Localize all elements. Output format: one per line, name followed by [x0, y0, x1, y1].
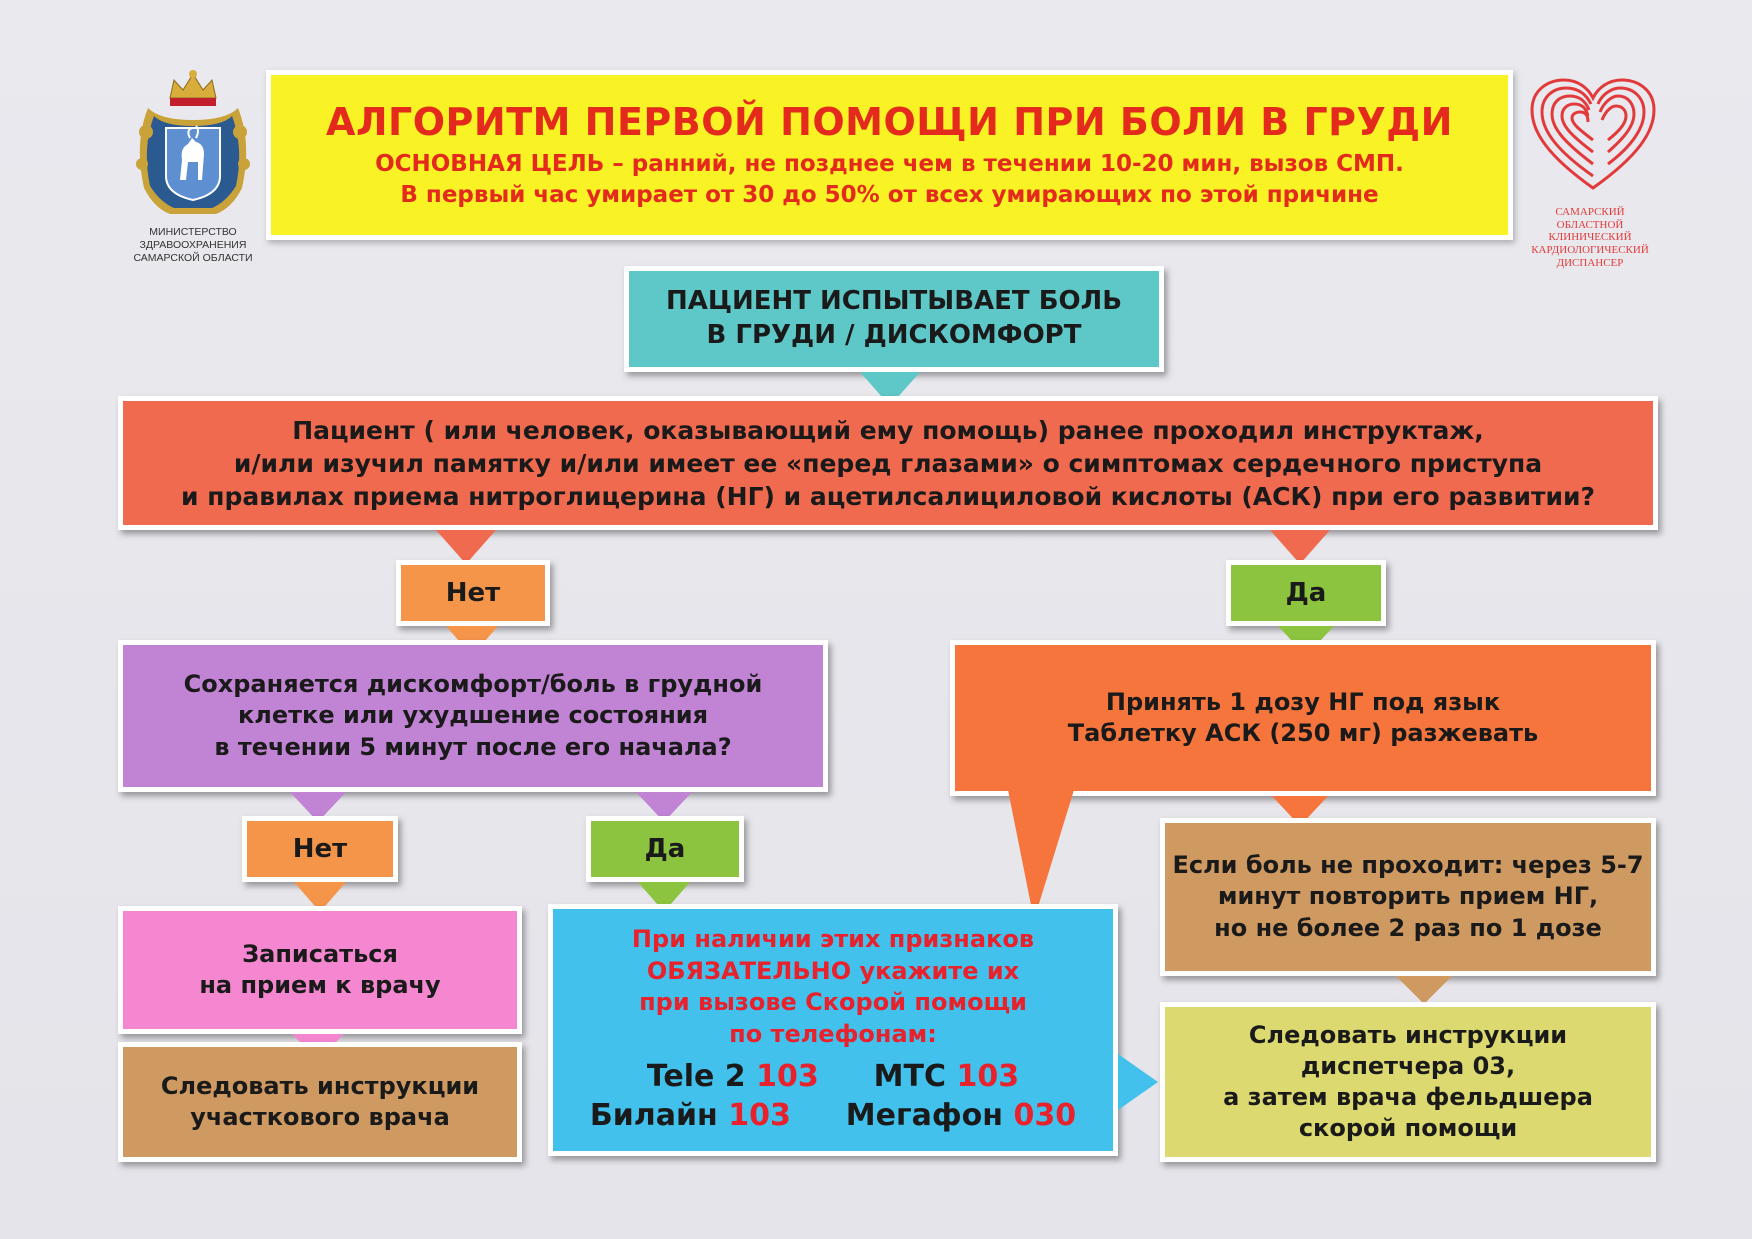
- repeat-line-1: Если боль не проходит: через 5-7: [1172, 851, 1644, 880]
- follow-dispatcher-line-3: а затем врача фельдшера: [1223, 1083, 1593, 1111]
- follow-dispatcher-line-1: Следовать инструкции: [1248, 1020, 1568, 1049]
- take-meds-line-2: Таблетку АСК (250 мг) разжевать: [1067, 719, 1539, 747]
- coat-of-arms-logo: [136, 70, 250, 214]
- no-2-text: Нет: [292, 834, 348, 864]
- phone-row-2: Билайн 103 Мегафон 030: [590, 1096, 1076, 1136]
- yes-2-label: Да: [586, 816, 744, 882]
- take-meds-line-1: Принять 1 дозу НГ под язык: [1105, 687, 1501, 716]
- page-title: АЛГОРИТМ ПЕРВОЙ ПОМОЩИ ПРИ БОЛИ В ГРУДИ: [326, 100, 1453, 145]
- phone-megafon: 030: [1013, 1098, 1077, 1134]
- follow-dispatcher-line-4: скорой помощи: [1298, 1114, 1518, 1143]
- header-banner: АЛГОРИТМ ПЕРВОЙ ПОМОЩИ ПРИ БОЛИ В ГРУДИ …: [266, 70, 1513, 240]
- follow-doctor-line-1: Следовать инструкции: [160, 1071, 480, 1100]
- ministry-line-1: МИНИСТЕРСТВО: [149, 226, 237, 238]
- cardio-line-5: диспансер: [1556, 256, 1624, 269]
- question-2-line-3: в течении 5 минут после его начала?: [214, 732, 732, 761]
- header-subtitle-1: ОСНОВНАЯ ЦЕЛЬ – ранний, не позднее чем в…: [375, 151, 1404, 178]
- repeat-line-3: но не более 2 раз по 1 дозе: [1214, 913, 1602, 942]
- question-2-line-2: клетке или ухудшение состояния: [237, 701, 709, 730]
- operator-tele2: Tele 2: [646, 1058, 746, 1094]
- follow-doctor-box: Следовать инструкции участкового врача: [118, 1042, 522, 1162]
- operator-megafon: Мегафон: [845, 1098, 1003, 1134]
- repeat-dose-box: Если боль не проходит: через 5-7 минут п…: [1160, 818, 1656, 976]
- repeat-pointer: [1396, 976, 1452, 1004]
- cardio-line-2: областной: [1556, 218, 1624, 231]
- start-box: ПАЦИЕНТ ИСПЫТЫВАЕТ БОЛЬ В ГРУДИ / ДИСКОМ…: [624, 266, 1164, 372]
- cardio-center-caption: Самарский областной клинический кардиоло…: [1510, 206, 1670, 269]
- operator-beeline: Билайн: [589, 1098, 718, 1134]
- appointment-line-2: на прием к врачу: [199, 971, 441, 999]
- phone-row-1: Tele 2 103 МТС 103: [647, 1057, 1019, 1097]
- header-subtitle-2: В первый час умирает от 30 до 50% от все…: [400, 182, 1379, 208]
- appointment-box: Записаться на прием к врачу: [118, 906, 522, 1034]
- call-line-1: При наличии этих признаков: [631, 925, 1035, 954]
- question-1-line-1: Пациент ( или человек, оказывающий ему п…: [292, 415, 1484, 445]
- ministry-line-2: ЗДРАВООХРАНЕНИЯ: [139, 239, 247, 252]
- no-1-text: Нет: [445, 578, 501, 608]
- phone-mts: 103: [956, 1058, 1020, 1094]
- take-meds-pointer-to-call: [1008, 790, 1074, 920]
- phone-tele2: 103: [756, 1058, 819, 1094]
- start-line-2: В ГРУДИ / ДИСКОМФОРТ: [706, 320, 1082, 350]
- question-1-box: Пациент ( или человек, оказывающий ему п…: [118, 396, 1658, 530]
- call-line-2: ОБЯЗАТЕЛЬНО укажите их: [646, 956, 1020, 985]
- appointment-line-1: Записаться: [242, 939, 398, 968]
- no-1-label: Нет: [396, 560, 550, 626]
- follow-dispatcher-box: Следовать инструкции диспетчера 03, а за…: [1160, 1002, 1656, 1162]
- call-ambulance-box: При наличии этих признаков ОБЯЗАТЕЛЬНО у…: [548, 904, 1118, 1156]
- question-1-line-2: и/или изучил памятку и/или имеет ее «пер…: [233, 448, 1543, 478]
- ministry-caption: МИНИСТЕРСТВО ЗДРАВООХРАНЕНИЯ САМАРСКОЙ О…: [112, 226, 274, 265]
- cardio-line-3: клинический: [1548, 231, 1632, 244]
- heart-logo: [1530, 78, 1656, 190]
- follow-dispatcher-line-2: диспетчера 03,: [1300, 1051, 1516, 1080]
- repeat-line-2: минут повторить прием НГ,: [1217, 882, 1599, 911]
- question-1-pointer-left: [436, 530, 496, 564]
- take-meds-box: Принять 1 дозу НГ под язык Таблетку АСК …: [950, 640, 1656, 796]
- question-1-pointer-right: [1270, 530, 1330, 564]
- cardio-line-1: Самарский: [1555, 206, 1625, 218]
- call-line-4: по телефонам:: [729, 1020, 937, 1049]
- call-pointer: [1118, 1054, 1158, 1110]
- question-2-line-1: Сохраняется дискомфорт/боль в грудной: [183, 670, 763, 699]
- no-2-label: Нет: [242, 816, 398, 882]
- follow-doctor-line-2: участкового врача: [190, 1103, 450, 1131]
- cardio-line-4: кардиологический: [1531, 243, 1649, 256]
- yes-1-text: Да: [1285, 578, 1327, 608]
- operator-mts: МТС: [873, 1058, 947, 1094]
- question-1-line-3: и правилах приема нитроглицерина (НГ) и …: [180, 481, 1596, 511]
- call-line-3: при вызове Скорой помощи: [639, 988, 1027, 1017]
- yes-2-text: Да: [644, 834, 686, 864]
- phone-beeline: 103: [728, 1098, 791, 1134]
- yes-1-label: Да: [1226, 560, 1386, 626]
- ministry-line-3: САМАРСКОЙ ОБЛАСТИ: [133, 252, 253, 265]
- start-line-1: ПАЦИЕНТ ИСПЫТЫВАЕТ БОЛЬ: [665, 286, 1123, 317]
- question-2-box: Сохраняется дискомфорт/боль в грудной кл…: [118, 640, 828, 792]
